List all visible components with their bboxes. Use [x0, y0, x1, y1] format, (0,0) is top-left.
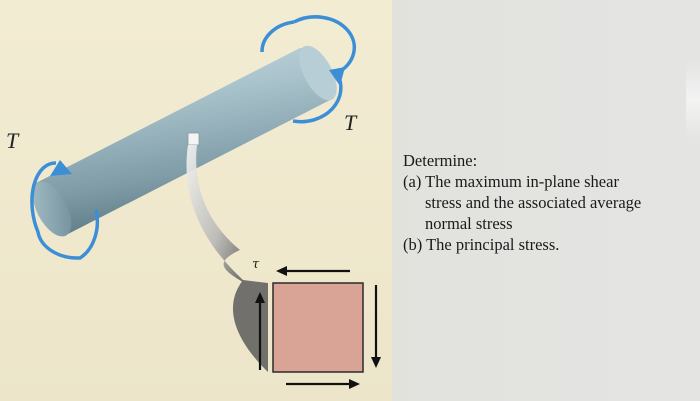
torque-label-right: T	[344, 110, 358, 135]
surface-element-marker	[187, 132, 200, 146]
shaft-far-end	[299, 45, 337, 101]
torque-arrow-right-back	[293, 15, 356, 75]
torque-arrowhead-left	[50, 160, 72, 176]
glare-strip	[686, 60, 700, 140]
shaft-body	[36, 47, 335, 235]
problem-part-b: (b) The principal stress.	[403, 235, 560, 254]
magnification-ribbon	[186, 145, 243, 282]
problem-statement: Determine: (a) The maximum in-plane shea…	[403, 150, 693, 255]
torque-arrow-left	[30, 161, 100, 260]
torque-label-left: T	[6, 128, 20, 153]
problem-heading: Determine:	[403, 151, 478, 170]
shaft-torsion-diagram: T T τ	[6, 15, 381, 389]
ribbon-shadow	[232, 280, 268, 372]
shear-arrowhead-right	[371, 357, 381, 368]
problem-part-a-line3: normal stress	[425, 214, 513, 233]
torque-arrowhead-right	[329, 67, 345, 86]
shaft-near-end	[32, 181, 72, 237]
shear-arrowhead-bottom	[349, 379, 360, 389]
shear-stress-label: τ	[252, 257, 260, 272]
shear-arrowhead-left	[255, 292, 265, 303]
figure-panel: T T τ	[0, 0, 392, 401]
shear-arrowhead-top	[276, 266, 287, 276]
problem-part-a-line1: (a) The maximum in-plane shear	[403, 172, 619, 191]
torque-arrow-right-top	[260, 20, 295, 53]
stress-element	[272, 282, 364, 373]
problem-part-a-line2: stress and the associated average	[425, 193, 642, 212]
